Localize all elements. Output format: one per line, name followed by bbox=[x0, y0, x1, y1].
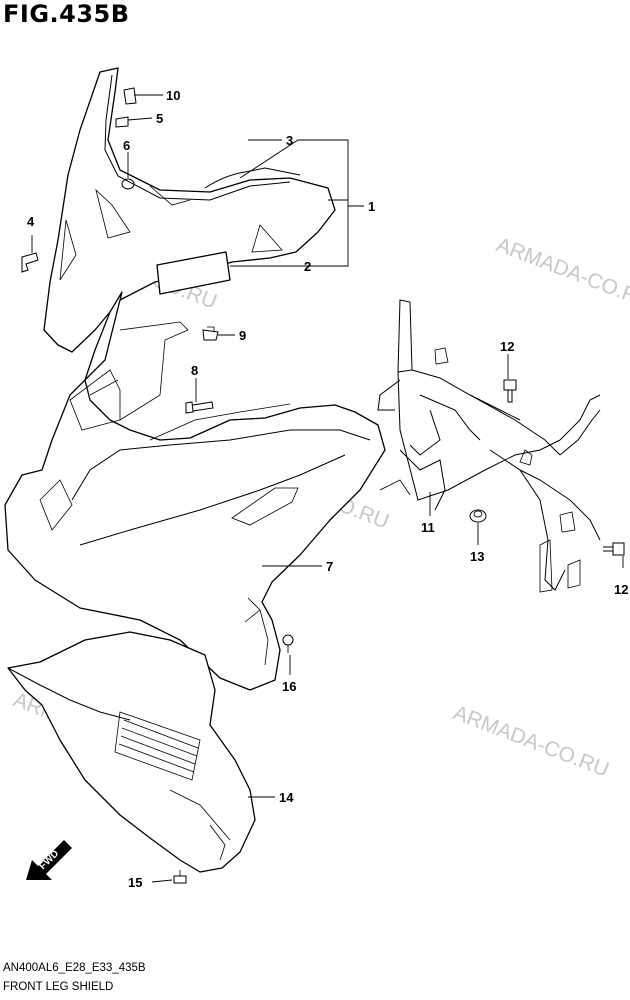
model-code: AN400AL6_E28_E33_435B bbox=[3, 962, 146, 974]
callout-9: 9 bbox=[239, 328, 246, 343]
callout-13: 13 bbox=[470, 549, 484, 564]
upper-front-cover bbox=[43, 67, 336, 353]
callout-11: 11 bbox=[421, 520, 435, 535]
callout-12-upper: 12 bbox=[500, 339, 514, 354]
figure-title: FIG.435B bbox=[3, 0, 130, 28]
callout-7: 7 bbox=[326, 559, 333, 574]
callout-4: 4 bbox=[27, 214, 35, 229]
leader-lines bbox=[31, 94, 624, 883]
callouts: 1 2 3 4 5 6 7 8 9 10 11 12 12 13 14 15 1… bbox=[27, 88, 628, 890]
frame-bracket bbox=[377, 299, 601, 593]
callout-5: 5 bbox=[156, 111, 163, 126]
bolt-12-lower bbox=[603, 542, 625, 556]
callout-1: 1 bbox=[368, 199, 375, 214]
callout-2: 2 bbox=[304, 259, 311, 274]
front-leg-shield bbox=[4, 291, 386, 691]
fwd-arrow-icon: FWD bbox=[26, 840, 72, 880]
clip-5 bbox=[115, 116, 129, 128]
screw-8 bbox=[185, 401, 214, 414]
callout-6: 6 bbox=[123, 138, 130, 153]
bolt-12-upper bbox=[503, 379, 517, 403]
callout-16: 16 bbox=[282, 679, 296, 694]
lower-cover bbox=[7, 631, 256, 873]
rivet-16 bbox=[282, 634, 294, 653]
grommet-13 bbox=[469, 509, 487, 523]
watermark-1: ARMADA-CO.RU bbox=[493, 233, 630, 313]
callout-10: 10 bbox=[166, 88, 180, 103]
vent-grille bbox=[114, 711, 201, 781]
watermark-4: ARMADA-CO.RU bbox=[450, 701, 612, 781]
emblem-plate bbox=[156, 251, 231, 295]
callout-3: 3 bbox=[286, 133, 293, 148]
callout-14: 14 bbox=[279, 790, 294, 805]
callout-15: 15 bbox=[128, 875, 142, 890]
clip-4 bbox=[21, 252, 39, 273]
rivet-15 bbox=[173, 870, 187, 884]
clip-10 bbox=[123, 87, 137, 105]
callout-12-lower: 12 bbox=[614, 582, 628, 597]
section-name: FRONT LEG SHIELD bbox=[3, 981, 114, 993]
callout-8: 8 bbox=[191, 363, 198, 378]
clip-9 bbox=[202, 326, 219, 341]
nut-6 bbox=[121, 178, 135, 190]
trim-strip bbox=[204, 167, 301, 189]
